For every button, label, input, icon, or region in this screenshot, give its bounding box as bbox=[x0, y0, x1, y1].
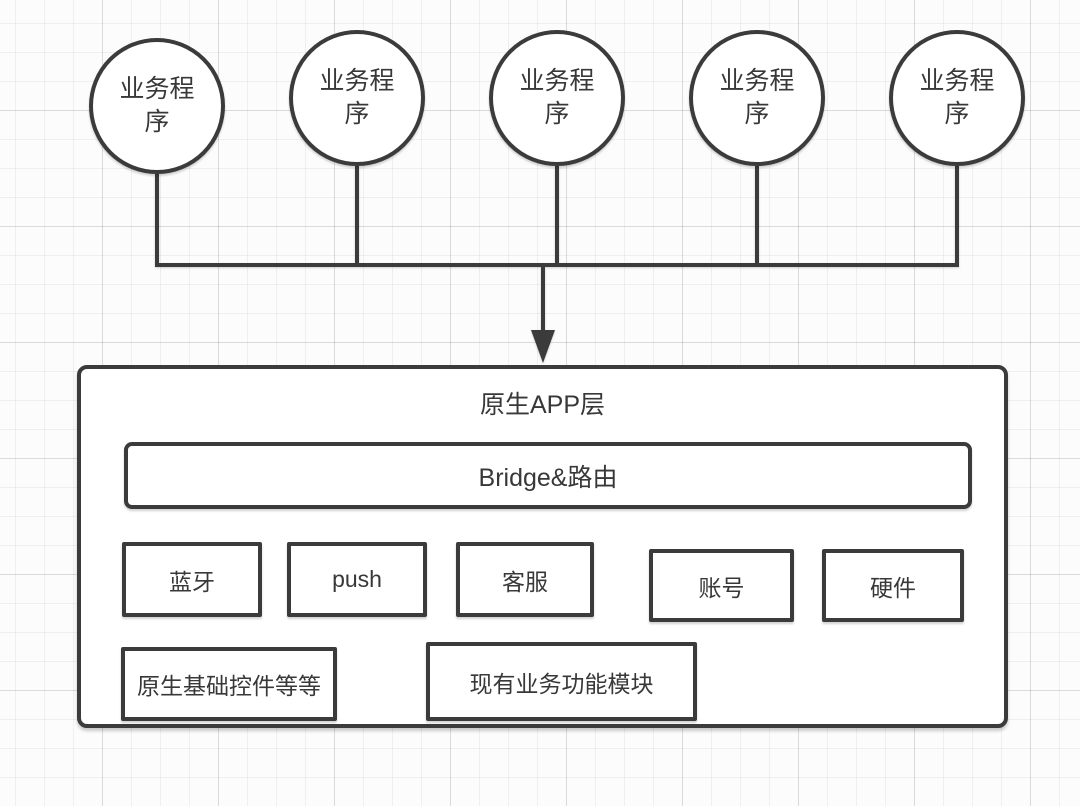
module-box-push: push bbox=[287, 542, 427, 617]
native-app-layer-box: 原生APP层 Bridge&路由 蓝牙 push 客服 账号 硬件 原生基础控件… bbox=[77, 365, 1008, 728]
business-app-label: 业务程序 bbox=[719, 67, 795, 128]
module-label: push bbox=[332, 566, 382, 592]
module-label: 蓝牙 bbox=[169, 568, 215, 595]
module-label: 客服 bbox=[502, 568, 548, 595]
module-box-existing-business-modules: 现有业务功能模块 bbox=[426, 642, 697, 721]
business-app-node: 业务程序 bbox=[289, 30, 425, 166]
business-app-node: 业务程序 bbox=[689, 30, 825, 166]
native-app-layer-title: 原生APP层 bbox=[479, 391, 606, 419]
bridge-router-box: Bridge&路由 bbox=[124, 442, 972, 509]
module-label: 账号 bbox=[698, 574, 745, 601]
module-label: 现有业务功能模块 bbox=[469, 670, 654, 697]
business-app-label: 业务程序 bbox=[519, 67, 595, 128]
business-app-node: 业务程序 bbox=[889, 30, 1025, 166]
module-box-account: 账号 bbox=[649, 549, 794, 622]
module-box-bluetooth: 蓝牙 bbox=[122, 542, 262, 617]
bridge-router-label: Bridge&路由 bbox=[478, 463, 618, 492]
business-app-label: 业务程序 bbox=[119, 75, 195, 136]
module-box-hardware: 硬件 bbox=[822, 549, 964, 622]
module-box-customer-service: 客服 bbox=[456, 542, 594, 617]
module-label: 硬件 bbox=[870, 574, 916, 601]
module-box-native-base-controls: 原生基础控件等等 bbox=[121, 647, 337, 721]
flow-arrow bbox=[531, 263, 555, 363]
business-app-label: 业务程序 bbox=[919, 67, 995, 128]
business-app-node: 业务程序 bbox=[489, 30, 625, 166]
module-label: 原生基础控件等等 bbox=[137, 673, 321, 699]
business-app-node: 业务程序 bbox=[89, 38, 225, 174]
business-app-label: 业务程序 bbox=[319, 67, 395, 128]
